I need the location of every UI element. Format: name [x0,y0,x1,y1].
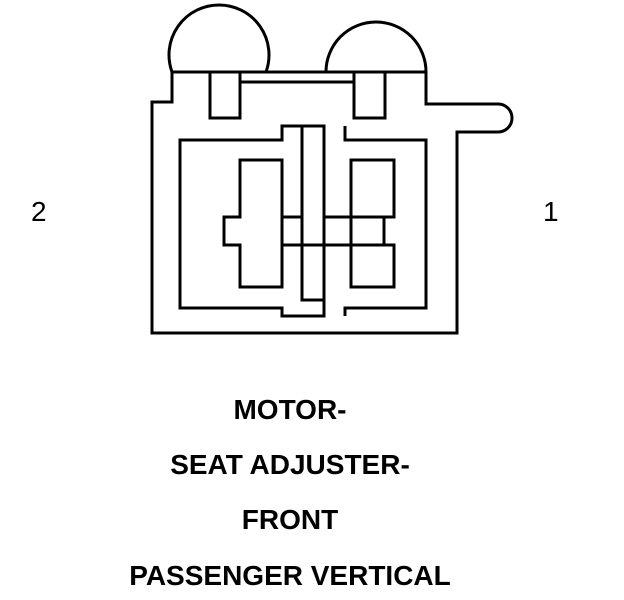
caption-line-1: MOTOR- [233,394,347,425]
left-latch-dome [167,3,271,74]
pin-slot-2 [222,158,284,289]
caption-line-2: SEAT ADJUSTER- [170,449,410,480]
cross-key [280,126,386,302]
right-latch-stem [352,72,387,120]
caption-line-4: PASSENGER VERTICAL [129,560,451,591]
inner-cavity [178,124,428,318]
top-bridge [240,70,354,84]
left-latch-stem [208,72,242,120]
pin-label-1: 1 [543,196,559,227]
caption-line-3: FRONT [241,504,339,535]
connector-housing [150,72,514,335]
pin-label-2: 2 [31,196,47,227]
pin-slot-1 [349,158,396,289]
right-latch-dome [324,20,428,74]
